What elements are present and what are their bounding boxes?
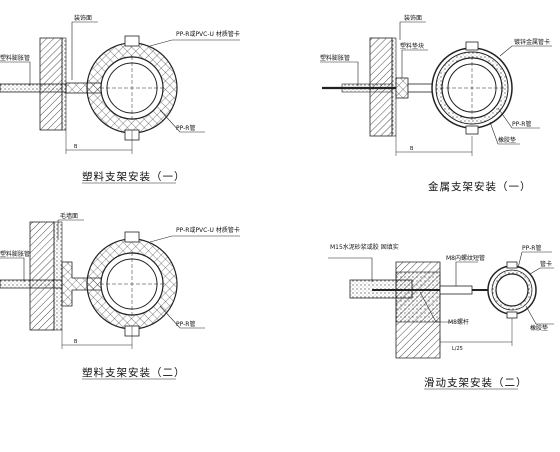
bolt-tab [465,41,479,51]
label-anchor: 塑料膨胀管 [320,54,350,62]
label-anchor: 塑料膨胀管 [0,250,30,258]
leader-line [517,251,552,269]
label-clamp: PP-R或PVC-U 材质管卡 [176,30,240,38]
label-wall: 毛墙面 [60,212,78,220]
label-clamp: 管卡 [540,260,552,268]
leader-line [328,257,373,282]
label-clamp: 镀锌金属管卡 [514,38,550,46]
dimension-label: B [74,339,78,345]
pipe-outer [495,273,529,307]
leader-line [71,21,98,80]
dimension-label: B [74,144,78,150]
leader-line [149,235,240,243]
label-wall: 装饰面 [74,14,92,22]
leader-line [159,305,205,329]
panel-caption: 滑动支架安装（二） [424,376,528,389]
bolt-tab [506,311,518,319]
label-pipe: PP-R管 [522,244,541,252]
label-pipe: PP-R管 [176,320,195,328]
label-anchor: 塑料膨胀管 [0,54,30,62]
panel-plastic-support-2: B 毛墙面 塑料膨胀管 PP-R或PVC-U 材质管卡 PP-R管 塑料支架安装… [0,212,240,380]
leader-line [499,45,552,57]
wall-section [29,221,55,331]
leader-line [455,261,478,286]
dimension-label: B [410,146,414,152]
label-rod: M8内螺纹短管 [446,254,485,262]
leader-line [159,109,205,133]
bolt-tab [124,35,140,47]
expansion-anchor [0,83,67,93]
leader-line [525,305,554,325]
leader-line [57,219,84,240]
label-bolt: M8螺杆 [448,318,469,326]
panel-caption: 金属支架安装（一） [428,180,532,193]
bolt-tab [124,231,140,243]
leader-line [419,291,452,323]
label-rubber: 橡胶垫 [498,136,516,144]
anchor-sleeve [341,83,393,93]
label-pipe: PP-R管 [512,120,531,128]
expansion-anchor [0,279,63,289]
leader-line [497,107,540,129]
panel-caption: 塑料支架安装（一） [82,170,186,183]
leader-line [0,257,25,282]
bolt-tab [465,125,479,135]
plastic-pad [395,77,409,99]
label-clamp: PP-R或PVC-U 材质管卡 [176,226,240,234]
label-mortar: M15水泥砂浆或胶 固填实 [330,243,399,251]
dimension-label: L/25 [452,346,463,352]
label-wall: 装饰面 [404,14,422,22]
panel-sliding-support-2: L/25 M15水泥砂浆或胶 固填实 M8内螺纹短管 M8螺杆 PP-R管 管卡… [328,243,554,390]
leader-line [320,61,359,86]
leader-line [401,49,428,78]
label-rubber: 橡胶垫 [530,324,548,332]
label-pad: 塑料垫块 [400,42,424,50]
leader-line [0,61,31,86]
leader-line [399,21,426,40]
inner-thread-tube [439,285,473,295]
leader-line [489,121,520,145]
leader-line [149,39,240,47]
panel-metal-support-1: B 装饰面 塑料膨胀管 塑料垫块 镀锌金属管卡 PP-R管 橡胶垫 金属支架安装… [320,14,552,193]
bolt-tab [506,261,518,269]
panel-caption: 塑料支架安装（二） [82,366,186,379]
leader-line [529,267,554,275]
label-pipe: PP-R管 [176,124,195,132]
panel-plastic-support-1: B 装饰面 塑料膨胀管 PP-R或PVC-U 材质管卡 PP-R管 塑料支架安装… [0,14,240,184]
